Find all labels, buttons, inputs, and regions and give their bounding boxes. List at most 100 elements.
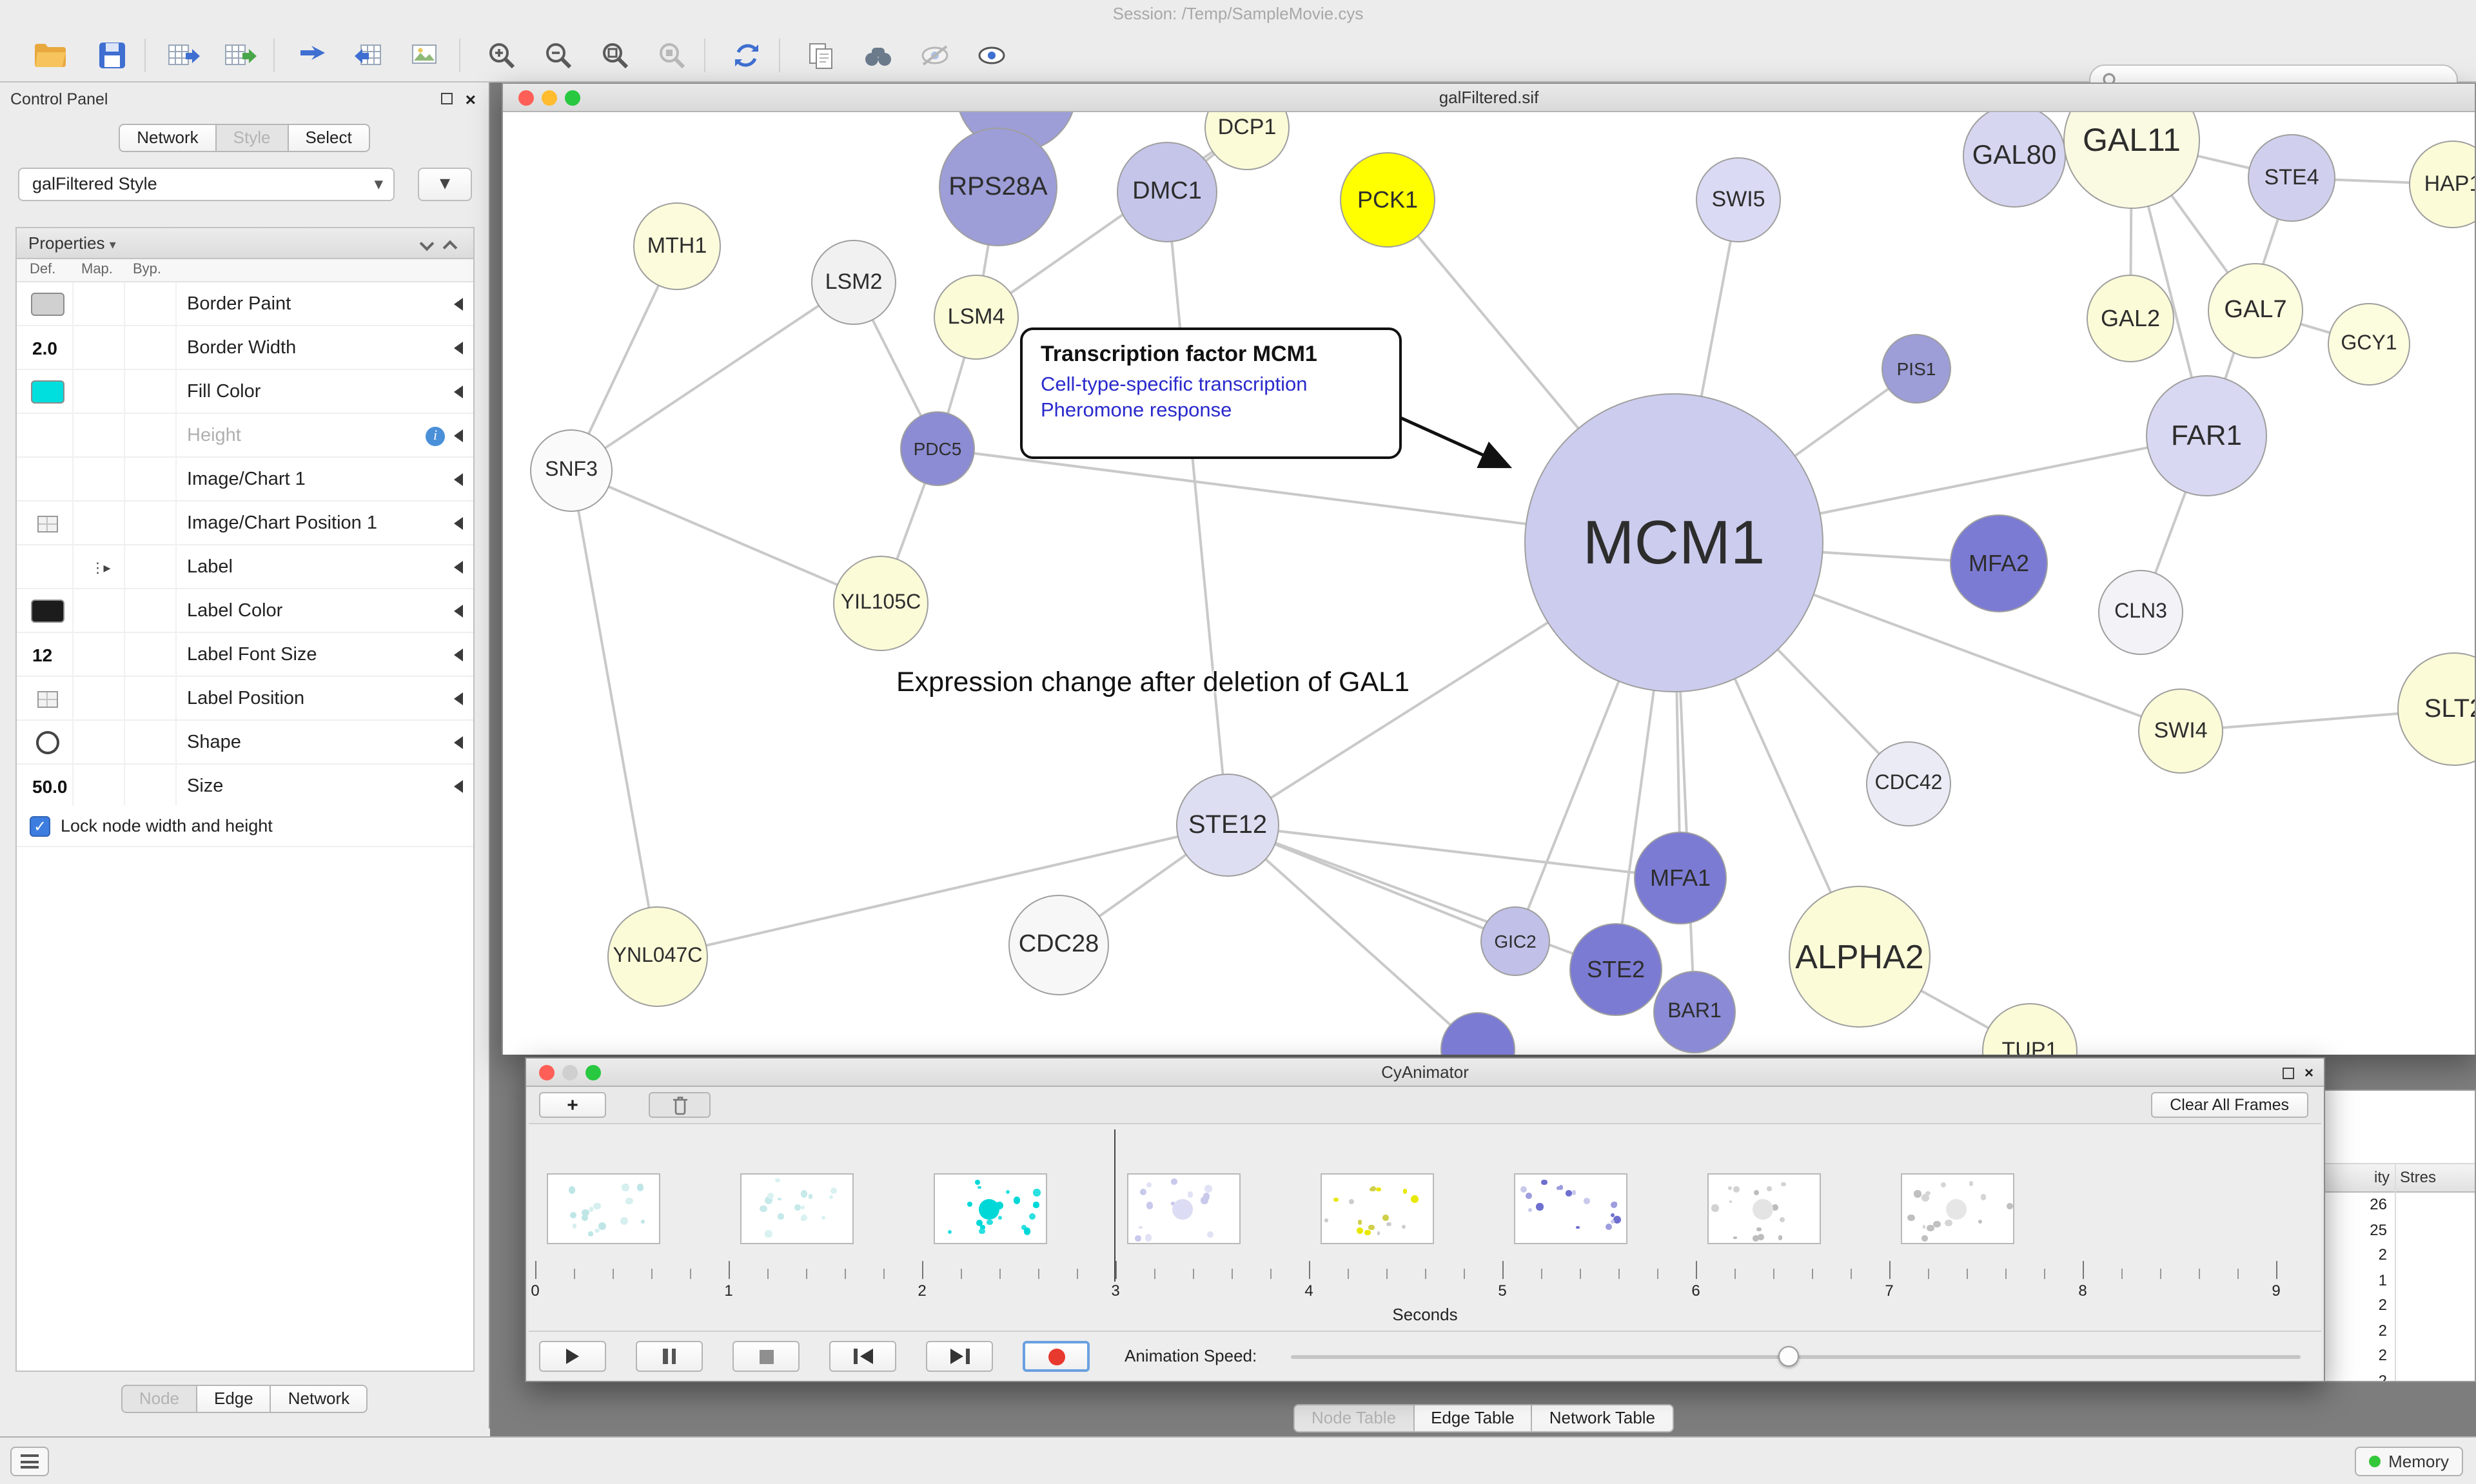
property-row-label-position[interactable]: Label Position <box>17 677 473 721</box>
minimize-window-icon[interactable] <box>542 90 557 106</box>
default-value-cell[interactable]: 2.0 <box>22 326 74 370</box>
bypass-cell[interactable] <box>128 282 177 326</box>
zoom-window-icon[interactable] <box>565 90 580 106</box>
task-history-button[interactable] <box>10 1447 49 1476</box>
network-node-cdc42[interactable]: CDC42 <box>1866 741 1951 826</box>
playhead[interactable] <box>1114 1129 1115 1282</box>
mapping-cell[interactable] <box>76 589 125 633</box>
network-node-gal11[interactable]: GAL11 <box>2063 112 2200 209</box>
bypass-cell[interactable] <box>128 545 177 589</box>
close-panel-icon[interactable]: × <box>465 89 476 110</box>
collapse-all-icon[interactable] <box>419 236 435 251</box>
timeline-frame-5[interactable] <box>1514 1173 1627 1244</box>
default-value-cell[interactable]: 12 <box>22 633 74 677</box>
network-node-dmc1[interactable]: DMC1 <box>1117 142 1217 242</box>
default-value-cell[interactable] <box>22 414 74 458</box>
timeline-frame-0[interactable] <box>547 1173 660 1244</box>
mapping-cell[interactable] <box>76 677 125 721</box>
lock-size-checkbox[interactable] <box>30 815 50 836</box>
expand-arrow-icon[interactable] <box>454 561 463 574</box>
table-row[interactable]: 2 <box>2323 1369 2475 1381</box>
network-node-pdc5[interactable]: PDC5 <box>900 411 975 486</box>
hide-details-icon[interactable] <box>913 36 957 75</box>
network-arrows-icon[interactable] <box>291 36 335 75</box>
network-node-pck1[interactable]: PCK1 <box>1340 152 1435 248</box>
network-node-ynl047c[interactable]: YNL047C <box>607 906 708 1007</box>
network-edge[interactable] <box>570 470 659 957</box>
network-node-alpha2[interactable]: ALPHA2 <box>1789 886 1931 1028</box>
import-table-icon[interactable] <box>219 36 263 75</box>
property-row-border-paint[interactable]: Border Paint <box>17 282 473 326</box>
stop-button[interactable] <box>732 1341 800 1372</box>
table-row[interactable]: 2 <box>2323 1243 2475 1268</box>
speed-slider-handle[interactable] <box>1778 1346 1799 1367</box>
bypass-cell[interactable] <box>128 370 177 414</box>
network-edge[interactable] <box>571 469 881 605</box>
network-node-mth1[interactable]: MTH1 <box>633 202 721 290</box>
network-edge[interactable] <box>1227 824 1516 942</box>
timeline-frame-6[interactable] <box>1707 1173 1821 1244</box>
table-row[interactable]: 25 <box>2323 1218 2475 1243</box>
record-button[interactable] <box>1023 1341 1090 1372</box>
network-node-node_b[interactable] <box>1440 1012 1515 1055</box>
network-node-gal2[interactable]: GAL2 <box>2087 275 2174 362</box>
tab-node[interactable]: Node <box>121 1385 197 1413</box>
mapping-cell[interactable] <box>76 282 125 326</box>
network-node-lsm2[interactable]: LSM2 <box>811 240 896 325</box>
clear-all-frames-button[interactable]: Clear All Frames <box>2150 1092 2308 1118</box>
bypass-cell[interactable] <box>128 721 177 765</box>
column-header-stress[interactable]: Stres <box>2400 1168 2437 1186</box>
expand-arrow-icon[interactable] <box>454 605 463 618</box>
default-value-cell[interactable] <box>22 677 74 721</box>
mapping-cell[interactable] <box>76 370 125 414</box>
property-row-shape[interactable]: Shape <box>17 721 473 765</box>
mapping-cell[interactable] <box>76 458 125 502</box>
zoom-selected-icon[interactable] <box>650 36 694 75</box>
skip-to-end-button[interactable] <box>926 1341 993 1372</box>
default-value-cell[interactable] <box>22 502 74 545</box>
color-swatch[interactable] <box>30 293 64 316</box>
network-node-gal80[interactable]: GAL80 <box>1963 112 2066 208</box>
property-row-label[interactable]: ⋮▸Label <box>17 545 473 589</box>
annotation-link-2[interactable]: Pheromone response <box>1041 400 1232 422</box>
timeline-frame-1[interactable] <box>740 1173 854 1244</box>
import-network-icon[interactable] <box>162 36 206 75</box>
table-row[interactable]: 2 <box>2323 1293 2475 1318</box>
network-node-ste4[interactable]: STE4 <box>2248 134 2335 222</box>
export-image-icon[interactable] <box>405 36 449 75</box>
play-button[interactable] <box>539 1341 606 1372</box>
delete-frame-button[interactable] <box>649 1092 711 1118</box>
mapping-cell[interactable] <box>76 502 125 545</box>
skip-to-start-button[interactable] <box>829 1341 896 1372</box>
timeline-frame-7[interactable] <box>1901 1173 2014 1244</box>
network-node-tup1[interactable]: TUP1 <box>1982 1003 2078 1055</box>
mapping-cell[interactable] <box>76 326 125 370</box>
mapping-cell[interactable]: ⋮▸ <box>76 545 125 589</box>
tab-edge[interactable]: Edge <box>197 1385 271 1413</box>
bypass-cell[interactable] <box>128 458 177 502</box>
minimize-window-icon[interactable] <box>562 1065 578 1080</box>
network-edge[interactable] <box>1226 824 1479 1051</box>
network-node-mfa2[interactable]: MFA2 <box>1950 514 2048 612</box>
tab-edge-table[interactable]: Edge Table <box>1414 1404 1533 1432</box>
zoom-fit-icon[interactable] <box>593 36 637 75</box>
network-node-far1[interactable]: FAR1 <box>2146 375 2267 496</box>
network-node-mcm1[interactable]: MCM1 <box>1524 393 1823 692</box>
table-row[interactable]: 1 <box>2323 1268 2475 1293</box>
zoom-window-icon[interactable] <box>585 1065 601 1080</box>
network-window-titlebar[interactable]: galFiltered.sif <box>503 84 2475 112</box>
float-window-icon[interactable] <box>2282 1067 2294 1079</box>
export-network-icon[interactable] <box>348 36 392 75</box>
mapping-cell[interactable] <box>76 414 125 458</box>
refresh-icon[interactable] <box>725 36 769 75</box>
timeline-frame-2[interactable] <box>934 1173 1047 1244</box>
show-details-icon[interactable] <box>970 36 1014 75</box>
bypass-cell[interactable] <box>128 589 177 633</box>
network-node-dcp1[interactable]: DCP1 <box>1204 112 1290 170</box>
network-node-pis1[interactable]: PIS1 <box>1882 334 1951 404</box>
network-node-gal7[interactable]: GAL7 <box>2208 263 2303 358</box>
zoom-out-icon[interactable] <box>536 36 580 75</box>
network-node-slt2[interactable]: SLT2 <box>2397 652 2475 766</box>
network-node-hap1[interactable]: HAP1 <box>2409 141 2475 228</box>
